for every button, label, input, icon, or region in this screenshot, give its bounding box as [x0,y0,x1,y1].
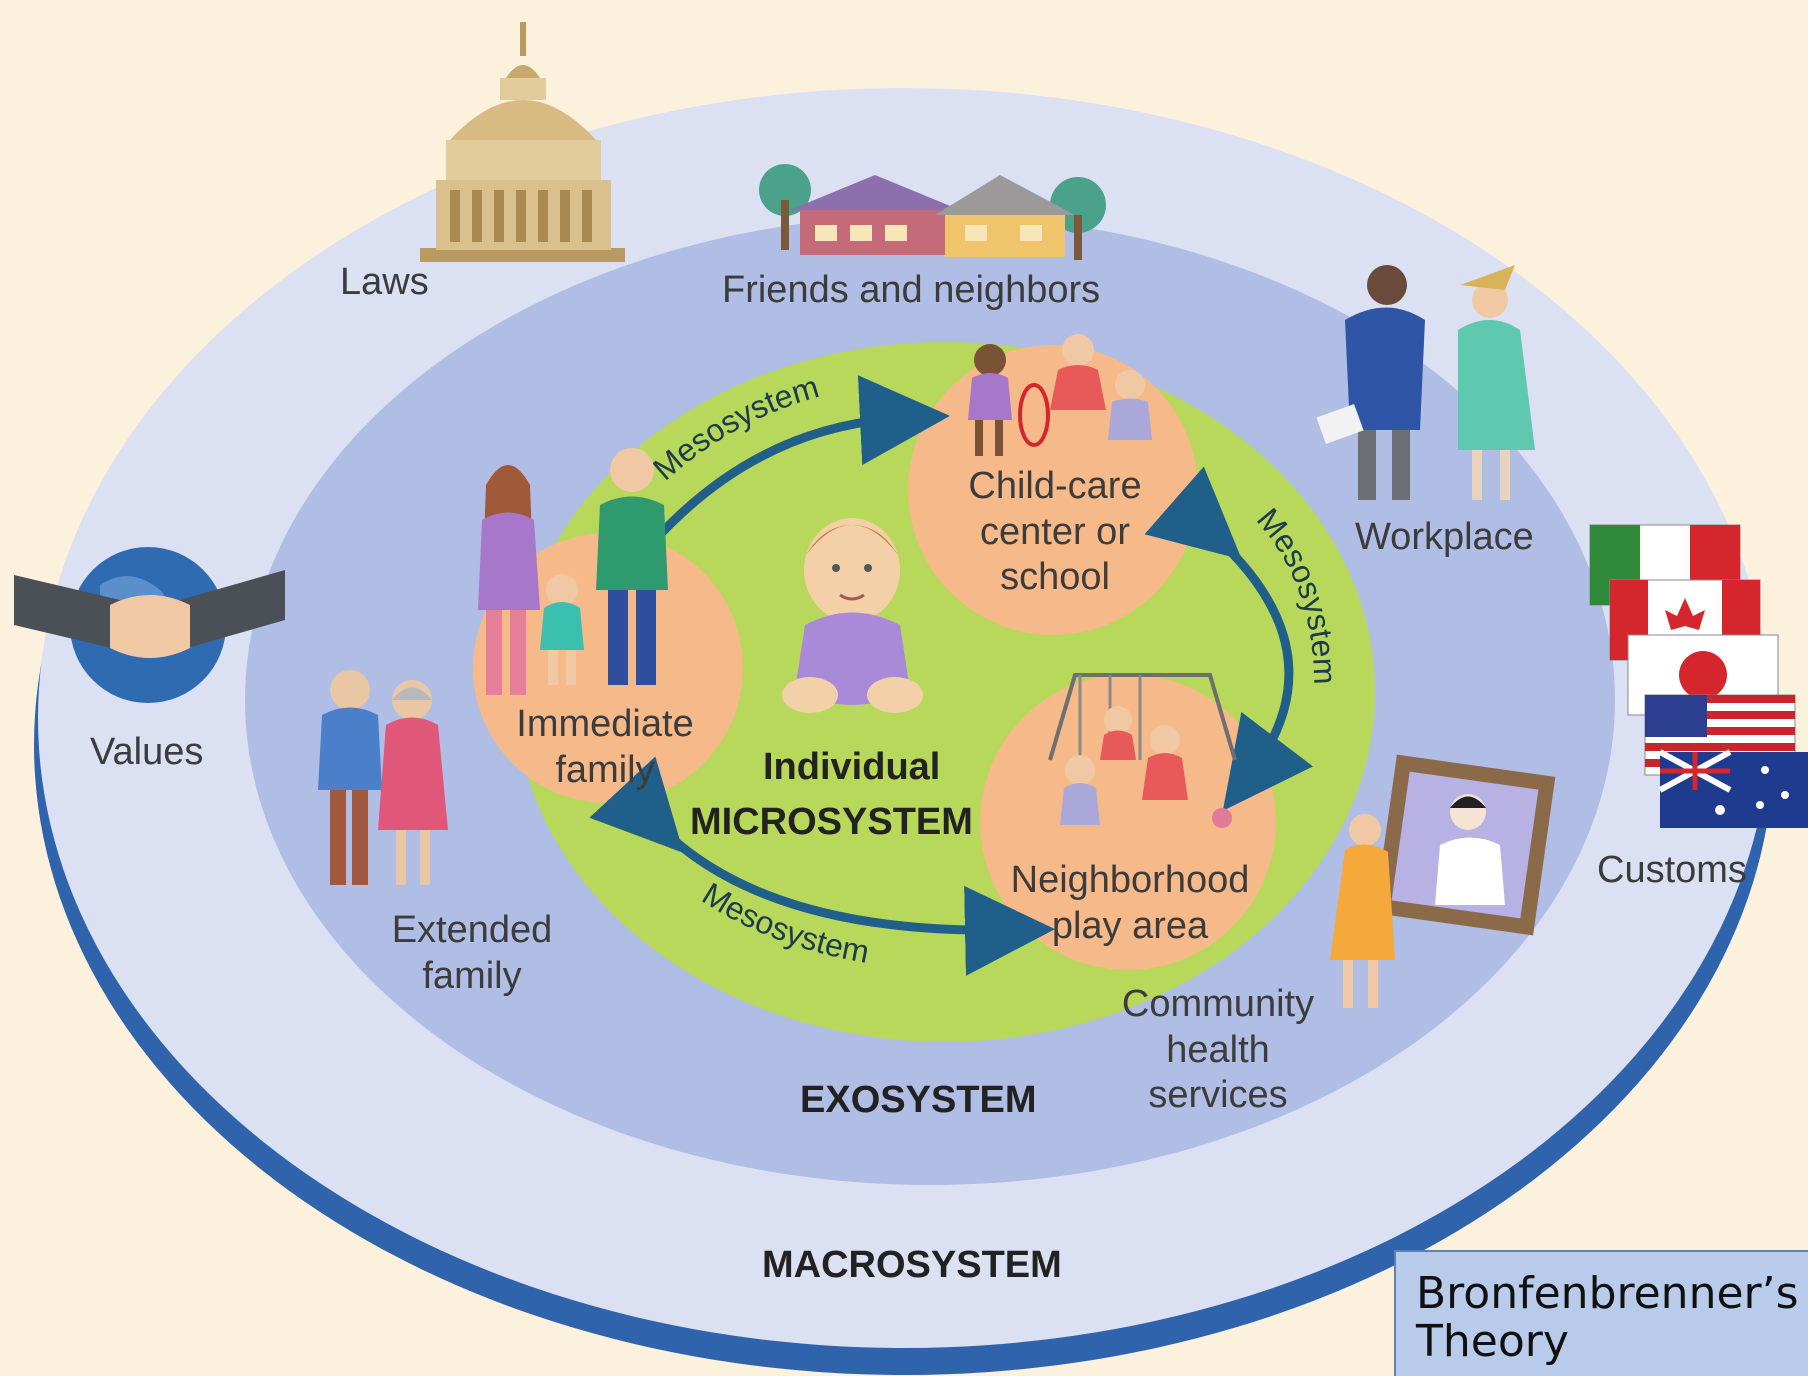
handshake-globe-icon [14,547,285,703]
flags-icon [1589,524,1808,828]
child-care-label: Child-care center or school [968,465,1142,599]
extended-family-label: Extended family [391,909,553,997]
houses-icon [759,164,1106,260]
immediate-family-label: Immediate family [516,703,694,791]
workplace-label: Workplace [1355,516,1534,558]
children-icon [968,334,1152,456]
macrosystem-label: MACROSYSTEM [762,1244,1062,1286]
playground-icon [1048,673,1237,828]
doctor-icon [1330,754,1556,1008]
individual-label: Individual [763,746,941,788]
customs-label: Customs [1597,849,1747,891]
family-icon [478,448,668,695]
caption-box: Bronfenbrenner’s Theory [1394,1250,1808,1376]
community-health-label: Community health services [1121,983,1315,1117]
values-label: Values [90,731,204,773]
laws-label: Laws [340,261,429,303]
caption-line-2: Theory [1416,1315,1569,1367]
baby-icon [782,518,923,713]
mesosystem-arrow-right [1144,466,1314,811]
mesosystem-arrow-bottom [589,756,1055,976]
caption-line-1: Bronfenbrenner’s [1416,1268,1799,1319]
mesosystem-arrow-top [651,375,950,544]
friends-neighbors-label: Friends and neighbors [722,269,1101,311]
microsystem-label: MICROSYSTEM [690,801,973,843]
grandparents-icon [318,670,448,885]
capitol-icon [420,22,625,262]
workers-icon [1316,265,1535,500]
exosystem-label: EXOSYSTEM [800,1079,1037,1121]
neighborhood-label: Neighborhood play area [1010,859,1250,947]
